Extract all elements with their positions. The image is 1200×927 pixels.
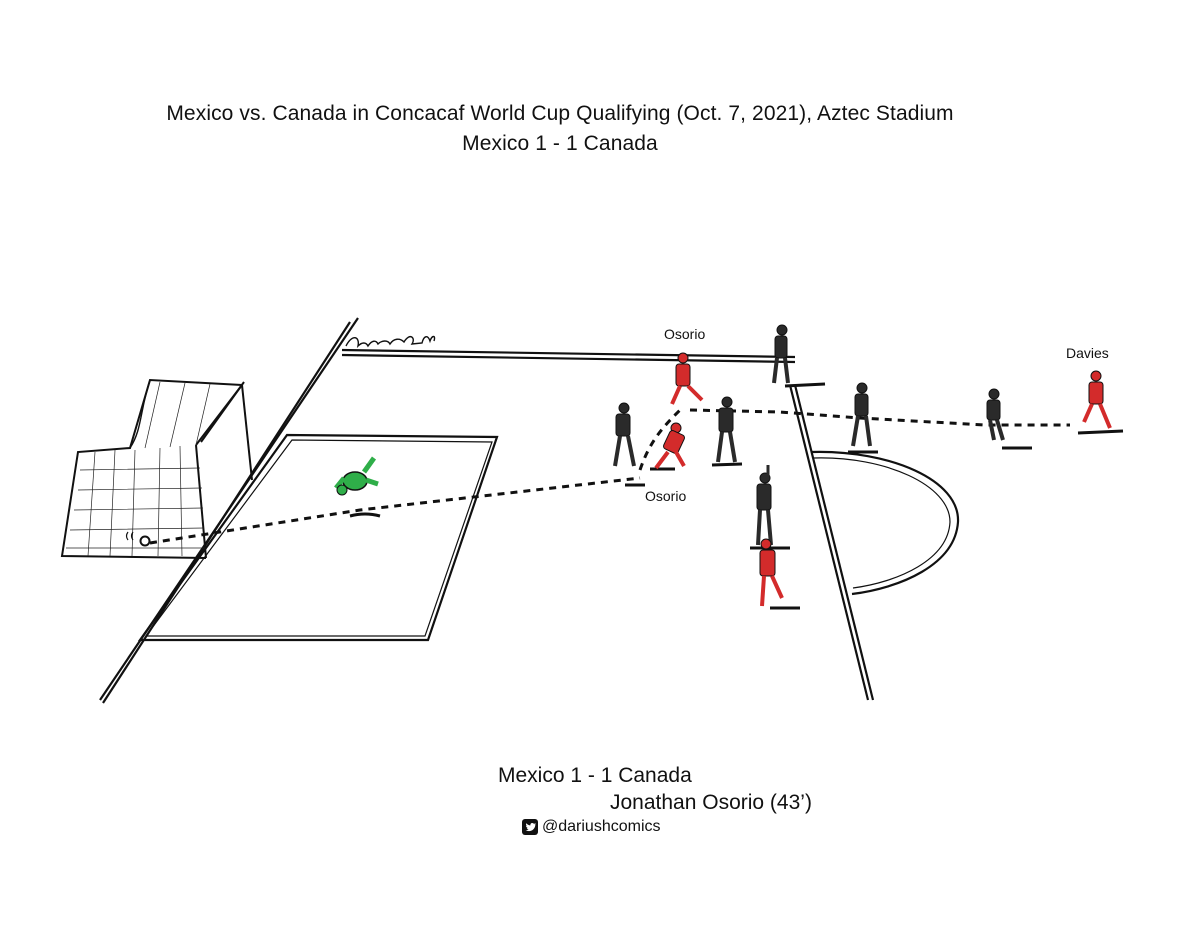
canada-player-osorio-bottom (654, 422, 686, 470)
player-shadows (625, 382, 1124, 610)
twitter-icon (522, 819, 538, 835)
label-davies: Davies (1066, 345, 1109, 361)
illustration-title: Mexico vs. Canada in Concacaf World Cup … (166, 102, 954, 125)
mexico-player-5 (986, 388, 1005, 441)
mexico-player-6 (756, 465, 773, 546)
label-osorio-top: Osorio (664, 326, 706, 342)
canada-player-4 (759, 538, 784, 607)
social-handle[interactable]: @dariushcomics (522, 818, 661, 836)
mexico-player-4 (851, 382, 872, 447)
mexico-player-1 (772, 324, 790, 384)
illustration-score: Mexico 1 - 1 Canada (462, 132, 658, 155)
label-osorio-bottom: Osorio (645, 488, 687, 504)
goal-frame (60, 378, 253, 559)
footer-score: Mexico 1 - 1 Canada (498, 764, 692, 787)
mexico-player-2 (613, 402, 636, 467)
canada-player-davies (1082, 370, 1112, 429)
pitch-lines (99, 317, 960, 704)
handle-text: @dariushcomics (542, 818, 661, 835)
canada-players (654, 352, 1112, 607)
goal-net (66, 381, 211, 557)
footer-scorer: Jonathan Osorio (43’) (610, 791, 812, 814)
artist-signature (345, 335, 436, 349)
canada-player-osorio-top (670, 352, 704, 405)
ball-path (149, 408, 1070, 545)
mexico-player-3 (716, 396, 737, 463)
ball (139, 535, 151, 547)
goalkeeper-figure (334, 456, 381, 518)
ball-motion-marks (125, 531, 134, 541)
mexico-players (613, 324, 1005, 546)
